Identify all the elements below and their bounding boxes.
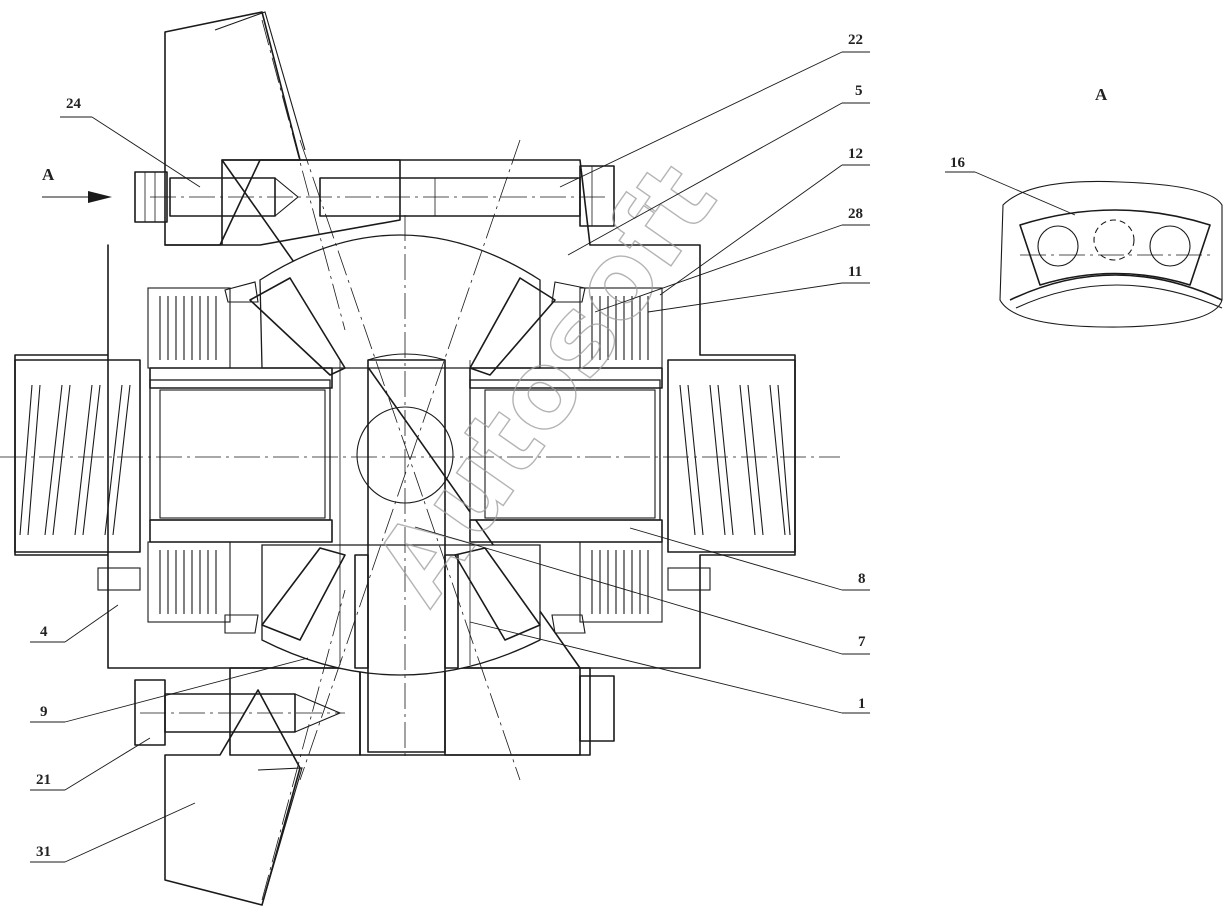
bolt-lower — [134, 675, 615, 746]
side-gear-left — [149, 367, 333, 543]
callout-label-1: 1 — [858, 696, 866, 712]
pinion-gears — [224, 277, 586, 641]
callout-label-5: 5 — [855, 83, 863, 99]
callout-label-28: 28 — [848, 206, 863, 222]
pinion-shaft — [339, 353, 471, 753]
callout-label-21: 21 — [36, 772, 51, 788]
view-marker-label: A — [42, 165, 55, 184]
callout-label-8: 8 — [858, 571, 866, 587]
callout-31: 31 — [30, 802, 196, 863]
callout-7: 7 — [414, 526, 870, 655]
detail-view-title: A — [1095, 85, 1108, 104]
callout-label-4: 4 — [40, 624, 48, 640]
callout-label-7: 7 — [858, 634, 866, 650]
centre-lines — [0, 19, 840, 901]
callout-4: 4 — [30, 604, 119, 643]
callout-label-11: 11 — [848, 264, 862, 280]
clutch-pack-upper-left — [147, 287, 231, 369]
callout-5: 5 — [567, 83, 870, 256]
callout-label-22: 22 — [848, 32, 863, 48]
callout-28: 28 — [594, 206, 870, 313]
detail-callout-16: 16 — [950, 155, 966, 171]
callout-11: 11 — [647, 264, 870, 313]
bolt-upper-right — [319, 165, 615, 227]
axle-shaft-left — [14, 359, 141, 553]
callout-12: 12 — [659, 146, 870, 296]
callout-1: 1 — [469, 621, 870, 714]
callout-label-9: 9 — [40, 704, 48, 720]
clutch-pack-lower-right — [579, 541, 663, 623]
callout-8: 8 — [629, 527, 870, 591]
detail-view: A 16 — [945, 85, 1223, 328]
callout-22: 22 — [559, 32, 870, 188]
callout-21: 21 — [30, 737, 151, 791]
callout-label-24: 24 — [66, 96, 82, 112]
clutch-pack-lower-left — [147, 541, 231, 623]
callout-label-12: 12 — [848, 146, 863, 162]
callout-label-31: 31 — [36, 844, 51, 860]
callout-24: 24 — [60, 96, 201, 188]
axle-shaft-right — [667, 359, 796, 553]
view-arrow: A — [42, 165, 112, 203]
clutch-pack-upper-right — [579, 287, 663, 369]
callout-9: 9 — [30, 657, 309, 723]
